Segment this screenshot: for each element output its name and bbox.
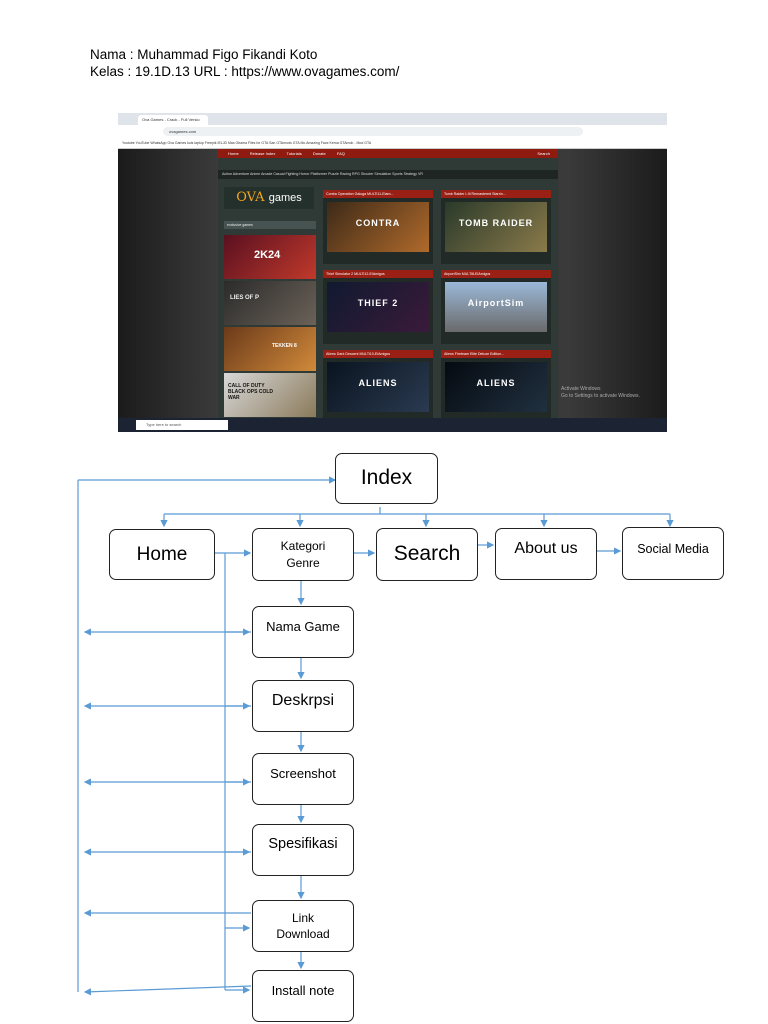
activate-windows-watermark: Activate Windows Go to Settings to activ… bbox=[561, 386, 640, 399]
game-card-title: Contra Operation Galuga MULTi11-Elam... bbox=[323, 190, 433, 198]
exclusive-label: exclusive games bbox=[224, 221, 316, 229]
windows-taskbar: Type here to search bbox=[118, 418, 667, 432]
taskbar-search: Type here to search bbox=[136, 420, 228, 430]
node-spesifikasi: Spesifikasi bbox=[252, 824, 354, 876]
game-card-title: Tomb Raider I-III Remastered Starrin... bbox=[441, 190, 551, 198]
ovagames-site: Home Release Index Tutorials Donate FAQ … bbox=[218, 149, 558, 424]
nav-search: Search bbox=[537, 151, 550, 156]
nav-home: Home bbox=[228, 151, 239, 156]
node-social-media: Social Media bbox=[622, 527, 724, 580]
game-card-image: TOMB RAIDER bbox=[445, 202, 547, 252]
node-index: Index bbox=[335, 453, 438, 504]
bookmarks-bar: Youtube YouTube WhatsApp Ova Games kuis … bbox=[118, 138, 667, 149]
site-logo: OVA games bbox=[224, 187, 314, 209]
node-about-us: About us bbox=[495, 528, 597, 580]
game-card-title: Aliens Fireteam Elite Deluxe Edition... bbox=[441, 350, 551, 358]
document-header: Nama : Muhammad Figo Fikandi Koto Kelas … bbox=[90, 46, 399, 80]
game-card-title: Aliens Dark Descent MULTi10-ElAmigos bbox=[323, 350, 433, 358]
nav-faq: FAQ bbox=[336, 151, 345, 156]
side-game-thumb: 2K24 bbox=[224, 235, 316, 279]
game-card-image: ALIENS bbox=[327, 362, 429, 412]
game-card-title: AirportSim MULTi8-ElAmigos bbox=[441, 270, 551, 278]
game-card: Thief Simulator 2 MULTi12-ElAmigos THIEF… bbox=[323, 270, 433, 344]
game-card: AirportSim MULTi8-ElAmigos AirportSim bbox=[441, 270, 551, 344]
game-card-title: Thief Simulator 2 MULTi12-ElAmigos bbox=[323, 270, 433, 278]
game-card: Aliens Dark Descent MULTi10-ElAmigos ALI… bbox=[323, 350, 433, 424]
node-nama-game: Nama Game bbox=[252, 606, 354, 658]
browser-toolbar: ovagames.com bbox=[118, 125, 667, 138]
node-link-download: Link Download bbox=[252, 900, 354, 952]
browser-tab: Ova Games - Crack - Full Versio bbox=[138, 115, 208, 125]
node-home: Home bbox=[109, 529, 215, 580]
student-class-url: Kelas : 19.1D.13 URL : https://www.ovaga… bbox=[90, 64, 400, 79]
nav-tutorials: Tutorials bbox=[286, 151, 302, 156]
game-card-image: CONTRA bbox=[327, 202, 429, 252]
site-genre-nav: Action Adventure Anime Arcade Casual Fig… bbox=[218, 170, 558, 179]
side-game-thumb: CALL OF DUTY BLACK OPS COLD WAR bbox=[224, 373, 316, 417]
node-kategori-genre: Kategori Genre bbox=[252, 528, 354, 581]
game-card-image: THIEF 2 bbox=[327, 282, 429, 332]
browser-tabbar: Ova Games - Crack - Full Versio bbox=[118, 113, 667, 125]
nav-donate: Donate bbox=[312, 151, 326, 156]
side-game-thumb: LIES OF P bbox=[224, 281, 316, 325]
node-screenshot: Screenshot bbox=[252, 753, 354, 805]
student-name: Nama : Muhammad Figo Fikandi Koto bbox=[90, 47, 318, 62]
website-screenshot: Ova Games - Crack - Full Versio ovagames… bbox=[118, 113, 667, 432]
game-card: Tomb Raider I-III Remastered Starrin... … bbox=[441, 190, 551, 264]
game-card: Aliens Fireteam Elite Deluxe Edition... … bbox=[441, 350, 551, 424]
game-card-image: ALIENS bbox=[445, 362, 547, 412]
node-install-note: Install note bbox=[252, 970, 354, 1022]
nav-release-index: Release Index bbox=[249, 151, 276, 156]
node-deskripsi: Deskrpsi bbox=[252, 680, 354, 732]
game-card-image: AirportSim bbox=[445, 282, 547, 332]
address-bar: ovagames.com bbox=[163, 127, 583, 136]
node-search: Search bbox=[376, 528, 478, 581]
game-card: Contra Operation Galuga MULTi11-Elam... … bbox=[323, 190, 433, 264]
side-game-thumb: TEKKEN 8 bbox=[224, 327, 316, 371]
site-main-nav: Home Release Index Tutorials Donate FAQ … bbox=[218, 149, 558, 158]
